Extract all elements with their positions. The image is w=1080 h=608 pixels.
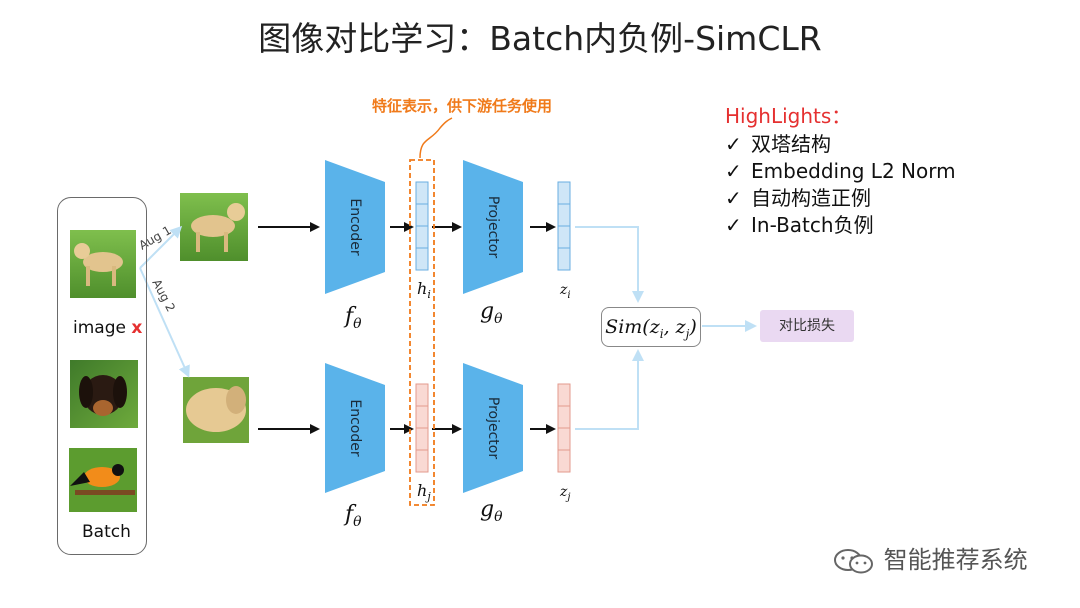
highlights-title: HighLights： [725, 104, 852, 128]
check-icon: ✓ [725, 213, 742, 237]
check-icon: ✓ [725, 186, 742, 210]
encoder-top-label: Encoder [347, 198, 363, 255]
contrastive-loss-box: 对比损失 [760, 310, 854, 342]
image-label-text: image [73, 318, 126, 338]
z-j-label: zj [559, 484, 571, 503]
aug2-photo [183, 377, 249, 443]
highlight-item: ✓双塔结构 [725, 132, 831, 156]
g-theta-top: gθ [480, 299, 503, 327]
projector-top [463, 160, 523, 294]
f-theta-bottom: fθ [343, 502, 362, 530]
batch-container [57, 197, 147, 555]
page-title: 图像对比学习：Batch内负例-SimCLR [258, 19, 822, 58]
check-icon: ✓ [725, 132, 742, 156]
encoder-bottom [325, 363, 385, 493]
z-i-vector [557, 181, 571, 271]
highlight-item: ✓In-Batch负例 [725, 213, 874, 237]
z-j-vector [557, 383, 571, 473]
projector-bottom-label: Projector [485, 397, 501, 459]
encoder-bottom-label: Encoder [347, 399, 363, 456]
batch-photo-dog [70, 230, 136, 298]
h-j-label: hj [417, 481, 431, 503]
h-i-label: hi [417, 279, 431, 301]
image-mark: x [131, 318, 143, 338]
g-theta-bottom: gθ [480, 497, 503, 525]
batch-photo-bird [69, 448, 137, 512]
aug2-label: Aug 2 [149, 277, 178, 314]
aug1-photo [180, 193, 248, 261]
feature-highlight-box [409, 159, 435, 506]
feature-note: 特征表示，供下游任务使用 [372, 97, 553, 115]
f-theta-top: fθ [343, 304, 362, 332]
similarity-box: Sim(zi, zj) [601, 307, 701, 347]
h-i-vector [415, 181, 429, 271]
batch-label: Batch [82, 522, 131, 542]
check-icon: ✓ [725, 159, 742, 183]
h-j-vector [415, 383, 429, 473]
watermark-text: 智能推荐系统 [883, 546, 1028, 574]
z-i-label: zi [559, 282, 571, 301]
wechat-icon [834, 549, 873, 574]
highlight-item: ✓自动构造正例 [725, 186, 871, 210]
encoder-top [325, 160, 385, 294]
projector-bottom [463, 363, 523, 493]
highlight-item: ✓Embedding L2 Norm [725, 159, 956, 183]
sim-label: Sim(zi, zj) [605, 316, 697, 341]
highlights-panel: HighLights： ✓双塔结构 ✓Embedding L2 Norm ✓自动… [725, 100, 956, 239]
projector-top-label: Projector [485, 196, 501, 258]
image-label: image x [73, 318, 142, 338]
watermark: 智能推荐系统 [832, 540, 1028, 575]
batch-photo-puppy [70, 360, 138, 428]
